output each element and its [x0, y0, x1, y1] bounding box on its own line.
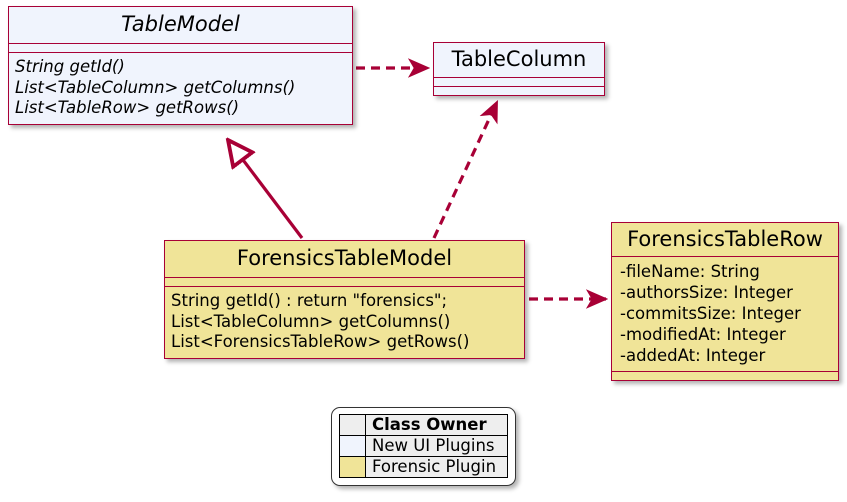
legend-header-label: Class Owner — [365, 414, 508, 436]
class-title-forensics-table-model: ForensicsTableModel — [236, 246, 453, 270]
attributes-compartment-empty — [165, 278, 524, 286]
methods-compartment-table-model: String getId() List<TableColumn> getColu… — [9, 53, 352, 124]
legend-swatch-forensic-plugin — [339, 456, 366, 478]
class-box-table-model[interactable]: TableModel String getId() List<TableColu… — [8, 6, 353, 125]
legend-swatch-header — [339, 414, 366, 436]
class-box-forensics-table-model[interactable]: ForensicsTableModel String getId() : ret… — [164, 240, 525, 359]
compartment-divider — [434, 86, 604, 87]
compartment-divider — [612, 256, 838, 257]
rel-forensicsmodel-tablecolumn — [432, 99, 499, 239]
methods-compartment-forensics-table-model: String getId() : return "forensics"; Lis… — [165, 287, 524, 358]
methods-compartment-empty — [612, 372, 838, 380]
method-line: List<ForensicsTableRow> getRows() — [171, 332, 470, 351]
legend: Class Owner New UI Plugins Forensic Plug… — [331, 407, 516, 486]
compartment-divider — [165, 286, 524, 287]
attribute-line: -addedAt: Integer — [620, 346, 766, 365]
method-line: String getId() — [15, 57, 125, 76]
attribute-line: -modifiedAt: Integer — [620, 325, 786, 344]
attribute-line: -authorsSize: Integer — [620, 283, 793, 302]
method-line: List<TableColumn> getColumns() — [15, 77, 296, 97]
method-line: String getId() : return "forensics"; — [171, 291, 448, 310]
class-box-table-column[interactable]: TableColumn — [433, 42, 605, 96]
legend-header-row: Class Owner — [339, 414, 508, 436]
legend-table: Class Owner New UI Plugins Forensic Plug… — [339, 414, 508, 478]
compartment-divider — [9, 43, 352, 44]
class-title-table-column: TableColumn — [451, 47, 587, 71]
attribute-line: -commitsSize: Integer — [620, 304, 801, 323]
attributes-compartment-forensics-table-row: -fileName: String -authorsSize: Integer … — [612, 257, 838, 371]
compartment-divider — [9, 52, 352, 53]
compartment-divider — [165, 277, 524, 278]
legend-row-forensic-plugin: Forensic Plugin — [339, 456, 508, 478]
compartment-divider — [612, 371, 838, 372]
rel-forensicsmodel-tablemodel — [228, 140, 304, 239]
legend-row-new-ui-plugins: New UI Plugins — [339, 435, 508, 457]
legend-label-forensic-plugin: Forensic Plugin — [365, 456, 508, 478]
class-title-table-model: TableModel — [121, 12, 240, 36]
legend-label-new-ui-plugins: New UI Plugins — [365, 435, 508, 457]
compartment-divider — [434, 77, 604, 78]
class-box-forensics-table-row[interactable]: ForensicsTableRow -fileName: String -aut… — [611, 222, 839, 381]
attribute-line: -fileName: String — [620, 262, 760, 281]
attributes-compartment-empty — [434, 78, 604, 86]
method-line: List<TableRow> getRows() — [15, 98, 240, 117]
class-title-forensics-table-row: ForensicsTableRow — [627, 227, 823, 251]
legend-swatch-new-ui-plugins — [339, 435, 366, 457]
method-line: List<TableColumn> getColumns() — [171, 311, 451, 331]
attributes-compartment-empty — [9, 44, 352, 52]
methods-compartment-empty — [434, 87, 604, 95]
